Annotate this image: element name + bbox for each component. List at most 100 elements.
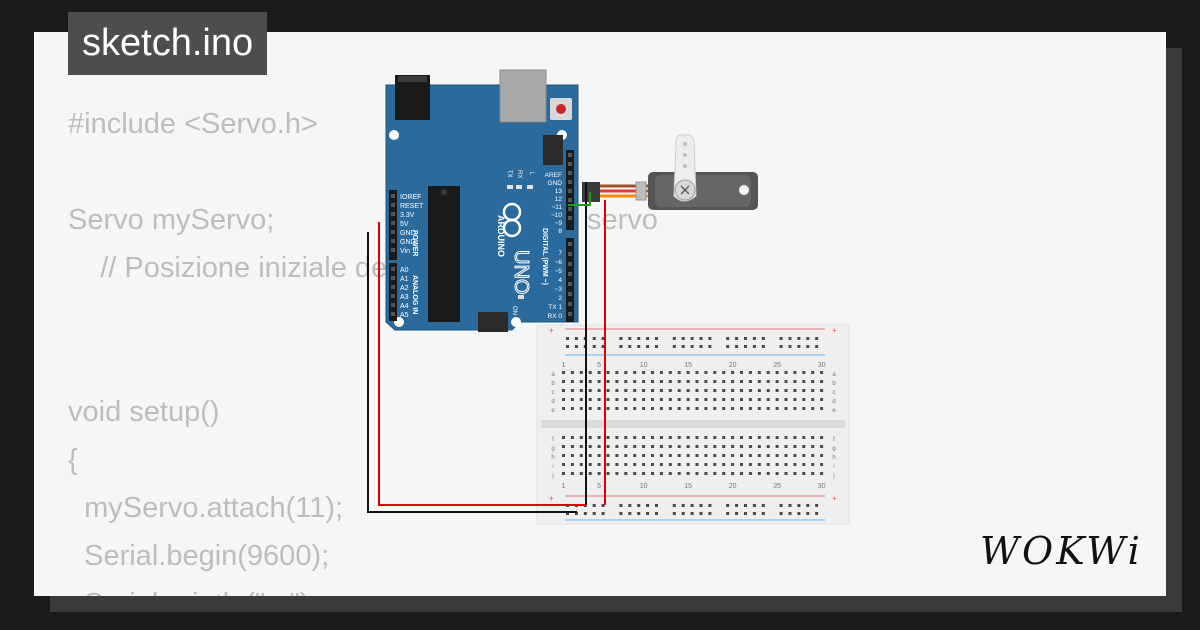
breadboard-hole[interactable] [775,371,779,374]
rail-hole[interactable] [690,504,694,507]
breadboard-hole[interactable] [597,371,601,374]
breadboard-hole[interactable] [686,389,690,392]
rail-hole[interactable] [655,345,658,348]
breadboard-hole[interactable] [775,445,779,448]
breadboard-hole[interactable] [570,445,574,448]
breadboard-hole[interactable] [686,472,690,475]
breadboard-hole[interactable] [820,445,824,448]
breadboard-hole[interactable] [731,445,735,448]
breadboard-hole[interactable] [704,407,708,410]
breadboard-hole[interactable] [579,463,583,466]
breadboard-hole[interactable] [731,398,735,401]
breadboard-hole[interactable] [713,398,717,401]
breadboard-hole[interactable] [802,463,806,466]
rail-hole[interactable] [566,345,569,348]
breadboard-hole[interactable] [775,463,779,466]
header-pin[interactable] [568,180,572,184]
breadboard-hole[interactable] [784,445,788,448]
rail-hole[interactable] [708,337,712,340]
breadboard-hole[interactable] [642,371,646,374]
breadboard-hole[interactable] [624,463,628,466]
breadboard-hole[interactable] [722,436,726,439]
breadboard-hole[interactable] [695,380,699,383]
breadboard-hole[interactable] [766,463,770,466]
breadboard-hole[interactable] [579,472,583,475]
breadboard-hole[interactable] [686,463,690,466]
breadboard-hole[interactable] [748,463,752,466]
breadboard-hole[interactable] [704,371,708,374]
breadboard-hole[interactable] [695,398,699,401]
breadboard-hole[interactable] [615,407,619,410]
breadboard-hole[interactable] [668,371,672,374]
rail-hole[interactable] [788,512,792,515]
breadboard-hole[interactable] [748,454,752,457]
rail-hole[interactable] [672,337,676,340]
rail-hole[interactable] [637,345,641,348]
breadboard-holes[interactable] [562,337,824,515]
rail-hole[interactable] [628,504,632,507]
breadboard-hole[interactable] [802,454,806,457]
breadboard-hole[interactable] [775,436,779,439]
rail-hole[interactable] [628,337,632,340]
breadboard-hole[interactable] [624,398,628,401]
breadboard-hole[interactable] [588,436,592,439]
breadboard-hole[interactable] [606,454,610,457]
breadboard-hole[interactable] [570,407,574,410]
breadboard-hole[interactable] [668,463,672,466]
breadboard-hole[interactable] [820,398,824,401]
rail-hole[interactable] [726,512,730,515]
breadboard-hole[interactable] [740,407,743,410]
rail-hole[interactable] [735,337,739,340]
rail-hole[interactable] [690,337,694,340]
breadboard-hole[interactable] [651,398,654,401]
breadboard-hole[interactable] [686,445,690,448]
header-pin[interactable] [391,285,395,289]
header-pin[interactable] [568,312,572,316]
breadboard-hole[interactable] [793,472,797,475]
breadboard-hole[interactable] [615,454,619,457]
breadboard-hole[interactable] [597,463,601,466]
header-pin[interactable] [391,312,395,316]
breadboard-hole[interactable] [731,472,735,475]
breadboard-hole[interactable] [722,445,726,448]
rail-hole[interactable] [690,345,694,348]
breadboard-hole[interactable] [579,445,583,448]
rail-hole[interactable] [592,337,596,340]
breadboard-hole[interactable] [811,463,815,466]
breadboard-hole[interactable] [579,398,583,401]
breadboard-hole[interactable] [633,445,637,448]
breadboard-hole[interactable] [642,407,646,410]
breadboard-hole[interactable] [642,445,646,448]
breadboard-hole[interactable] [659,407,663,410]
breadboard-hole[interactable] [695,463,699,466]
breadboard-hole[interactable] [748,407,752,410]
breadboard-hole[interactable] [713,436,717,439]
rail-hole[interactable] [726,337,730,340]
breadboard-hole[interactable] [606,445,610,448]
breadboard-hole[interactable] [784,371,788,374]
rail-hole[interactable] [699,512,703,515]
breadboard-hole[interactable] [784,389,788,392]
header-pin[interactable] [391,294,395,298]
rail-hole[interactable] [690,512,694,515]
breadboard-hole[interactable] [668,436,672,439]
breadboard-hole[interactable] [677,463,681,466]
breadboard-hole[interactable] [668,380,672,383]
rail-hole[interactable] [619,337,623,340]
breadboard-hole[interactable] [659,398,663,401]
header-pin[interactable] [391,194,395,198]
breadboard-hole[interactable] [651,389,654,392]
breadboard-hole[interactable] [713,472,717,475]
breadboard-hole[interactable] [820,472,824,475]
breadboard-hole[interactable] [677,380,681,383]
breadboard-hole[interactable] [757,472,761,475]
breadboard-hole[interactable] [766,371,770,374]
breadboard-hole[interactable] [722,398,726,401]
rail-hole[interactable] [744,512,747,515]
breadboard-hole[interactable] [713,407,717,410]
breadboard-hole[interactable] [562,445,565,448]
header-pin[interactable] [568,189,572,193]
breadboard-hole[interactable] [651,436,654,439]
breadboard-hole[interactable] [588,398,592,401]
breadboard-hole[interactable] [704,380,708,383]
